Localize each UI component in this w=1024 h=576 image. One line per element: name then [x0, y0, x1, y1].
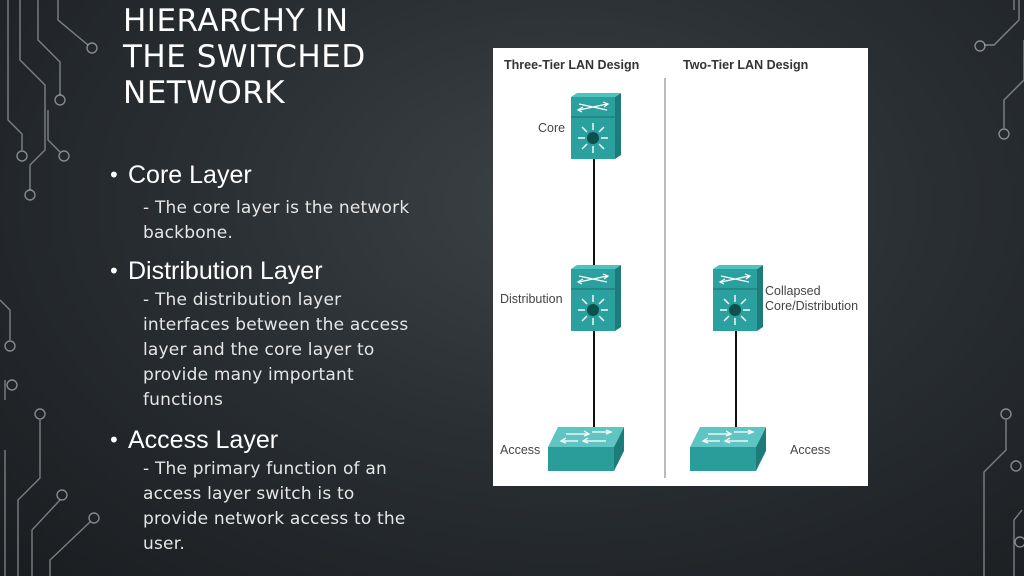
distribution-switch-icon	[570, 264, 622, 332]
text-line: provide network access to the	[143, 509, 406, 529]
title-line: THE SWITCHED	[123, 39, 366, 75]
text-line: layer and the core layer to	[143, 340, 375, 360]
core-switch-icon	[570, 92, 622, 160]
label-collapsed: Collapsed Core/Distribution	[765, 284, 858, 314]
heading-distribution-layer: Distribution Layer	[128, 256, 323, 285]
label-access-right: Access	[790, 443, 831, 457]
text-line: interfaces between the access	[143, 315, 409, 335]
title-line: HIERARCHY IN	[123, 3, 349, 39]
label-core: Core	[538, 121, 566, 135]
access-switch-icon-right	[689, 426, 767, 472]
bullet-heading: • Distribution Layer	[108, 254, 448, 288]
text-line: provide many important	[143, 365, 354, 385]
heading-core-layer: Core Layer	[128, 160, 252, 189]
two-tier-title: Two-Tier LAN Design	[683, 58, 809, 72]
heading-access-layer: Access Layer	[128, 425, 279, 454]
section-distribution: • Distribution Layer - The distribution …	[108, 254, 448, 413]
collapsed-core-switch-icon	[712, 264, 764, 332]
text-line: - The primary function of an	[143, 459, 387, 479]
diagram-divider	[664, 78, 666, 478]
label-access-left: Access	[500, 443, 541, 457]
slide-title: HIERARCHY IN THE SWITCHED NETWORK	[123, 3, 443, 111]
text-line: - The distribution layer	[143, 290, 342, 310]
circuit-decoration-right	[974, 0, 1024, 576]
text-line: functions	[143, 390, 224, 410]
bullet-dot-icon: •	[108, 163, 120, 187]
label-collapsed-line2: Core/Distribution	[765, 299, 859, 313]
section-access: • Access Layer - The primary function of…	[108, 423, 448, 557]
text-line: user.	[143, 534, 185, 554]
bullet-heading: • Access Layer	[108, 423, 448, 457]
distribution-description: - The distribution layer interfaces betw…	[143, 288, 448, 413]
label-collapsed-line1: Collapsed	[765, 284, 821, 298]
circuit-decoration-left	[0, 0, 100, 576]
access-description: - The primary function of an access laye…	[143, 457, 448, 557]
text-line: - The core layer is the network	[143, 198, 410, 218]
text-line: access layer switch is to	[143, 484, 355, 504]
title-line: NETWORK	[123, 75, 286, 111]
bullet-heading: • Core Layer	[108, 158, 448, 192]
access-switch-icon-left	[547, 426, 625, 472]
bullet-list: • Core Layer - The core layer is the net…	[108, 158, 448, 557]
bullet-dot-icon: •	[108, 428, 120, 452]
section-core: • Core Layer - The core layer is the net…	[108, 158, 448, 246]
core-description: - The core layer is the network backbone…	[143, 196, 448, 246]
diagram-graphics	[547, 92, 767, 472]
text-line: backbone.	[143, 223, 234, 243]
bullet-dot-icon: •	[108, 259, 120, 283]
lan-design-diagram: Three-Tier LAN Design Two-Tier LAN Desig…	[493, 48, 868, 486]
label-distribution: Distribution	[500, 292, 563, 306]
three-tier-title: Three-Tier LAN Design	[504, 58, 640, 72]
